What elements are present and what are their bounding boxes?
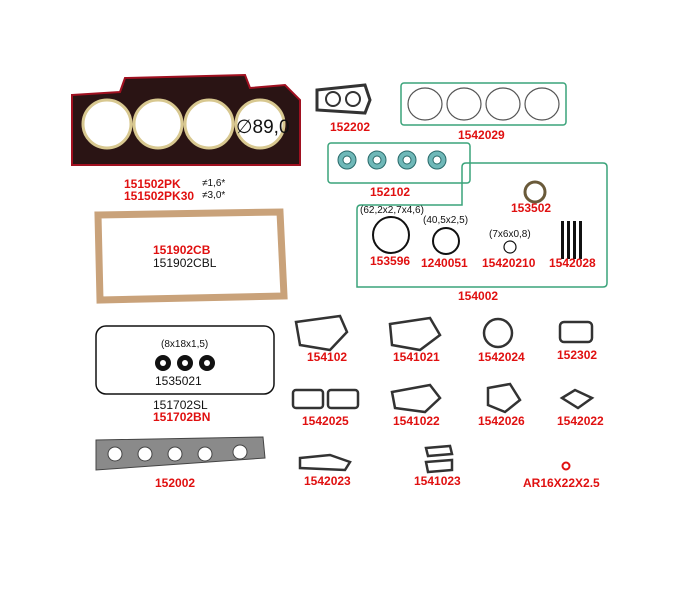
dim-1240051: (40,5x2,5) — [423, 215, 469, 226]
label-151502PK30: 151502PK30 — [124, 189, 195, 203]
label-151702BN: 151702BN — [153, 410, 211, 424]
head-gasket — [71, 73, 301, 166]
seal-153502 — [523, 180, 547, 204]
ring-AR16X22X2.5 — [561, 461, 571, 471]
label-152102: 152102 — [370, 185, 411, 199]
gasket-1542022 — [559, 388, 595, 410]
label-154102: 154102 — [307, 350, 348, 364]
dim-15420210: (7x6x0,8) — [489, 229, 531, 240]
label-1541022: 1541022 — [393, 414, 440, 428]
label-1542025: 1542025 — [302, 414, 349, 428]
label-151502PK: 151502PK — [124, 177, 181, 191]
label-154002: 154002 — [458, 289, 499, 303]
label-152302: 152302 — [557, 348, 598, 362]
label-151902CB: 151902CB — [153, 243, 211, 257]
label-151702SL: 151702SL — [153, 398, 208, 412]
bore-diameter: ∅89,0 — [236, 117, 290, 138]
label-151902CBL: 151902CBL — [153, 256, 217, 270]
label-1542028: 1542028 — [549, 256, 596, 270]
box-1542029 — [400, 82, 567, 126]
label-1535021: 1535021 — [155, 374, 202, 388]
label-15420210: 15420210 — [482, 256, 536, 270]
label-152002: 152002 — [155, 476, 196, 490]
gasket-152302 — [558, 320, 594, 344]
gasket-1541021 — [388, 316, 442, 352]
oring-1240051 — [432, 227, 460, 255]
valve-seals-1535021 — [155, 355, 215, 371]
thickness-2: ≠3,0* — [202, 190, 226, 201]
gasket-1542023 — [298, 453, 352, 472]
gasket-1542025b — [326, 388, 360, 410]
label-AR16X22X2.5: AR16X22X2.5 — [523, 476, 600, 490]
dim-1535021: (8x18x1,5) — [161, 339, 209, 350]
manifold-gasket-152002 — [95, 436, 266, 471]
gasket-152202 — [315, 83, 372, 115]
label-1542026: 1542026 — [478, 414, 525, 428]
label-1240051: 1240051 — [421, 256, 468, 270]
label-1542024: 1542024 — [478, 350, 525, 364]
seals-1542028 — [561, 221, 582, 259]
gasket-1541022 — [390, 383, 442, 414]
label-1542029: 1542029 — [458, 128, 505, 142]
valve-cover-gasket — [95, 325, 275, 395]
label-152202: 152202 — [330, 120, 371, 134]
gasket-1542026 — [486, 382, 522, 414]
gasket-1541023 — [424, 444, 454, 474]
oil-pan-gasket — [94, 208, 288, 304]
oring-153596 — [372, 216, 410, 254]
dim-153596: (62,2x2,7x4,6) — [360, 205, 424, 216]
thickness-1: ≠1,6* — [202, 178, 226, 189]
label-1542023: 1542023 — [304, 474, 351, 488]
oring-15420210 — [503, 240, 517, 254]
gasket-1542024 — [482, 317, 514, 349]
gasket-1542025a — [291, 388, 325, 410]
box-154002 — [356, 162, 608, 288]
gasket-154102 — [294, 314, 349, 352]
gasket-152102 — [337, 150, 447, 170]
gasket-1542029 — [407, 87, 560, 121]
label-1541023: 1541023 — [414, 474, 461, 488]
label-1542022: 1542022 — [557, 414, 604, 428]
label-153502: 153502 — [511, 201, 552, 215]
label-153596: 153596 — [370, 254, 411, 268]
label-1541021: 1541021 — [393, 350, 440, 364]
